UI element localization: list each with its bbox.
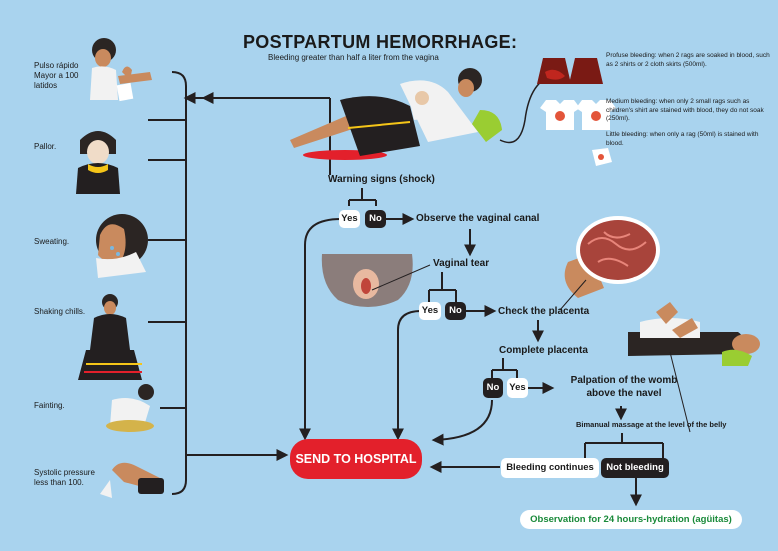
warning-signs-label: Warning signs (shock) (328, 174, 435, 185)
soaked-skirt-icon (537, 58, 603, 84)
small-rag-icon (592, 148, 612, 166)
bimanual-massage-illustration (628, 302, 760, 433)
sign-label-pressure: Systolic pressure less than 100. (34, 468, 95, 487)
sweating-woman-illustration (96, 214, 148, 278)
observe-vaginal-canal-label: Observe the vaginal canal (416, 213, 540, 224)
placenta-branch-lines (429, 358, 664, 507)
tear-no-button: No (445, 302, 466, 320)
complete-placenta-label: Complete placenta (499, 345, 588, 356)
warning-signs-bracket (148, 71, 289, 495)
blood-pressure-illustration (100, 462, 164, 498)
vaginal-canal-illustration (321, 254, 431, 307)
severity-profuse: Profuse bleeding: when 2 rags are soaked… (606, 52, 770, 68)
sign-label-pulse: Pulso rápido Mayor a 100 latidos (34, 61, 79, 90)
pale-woman-illustration (76, 131, 120, 194)
vaginal-tear-label: Vaginal tear (433, 258, 490, 269)
sign-label-fainting: Fainting. (34, 401, 65, 410)
warning-no-button: No (365, 210, 386, 228)
stained-shirt-icon (540, 100, 616, 130)
fainting-woman-illustration (106, 384, 154, 432)
palpation-label: Palpation of the womb above the navel (570, 375, 678, 399)
postpartum-woman-illustration (290, 68, 502, 160)
tear-yes-button: Yes (419, 302, 441, 320)
shivering-woman-illustration (78, 294, 142, 380)
bimanual-massage-label: Bimanual massage at the level of the bel… (576, 420, 727, 429)
send-to-hospital-button: SEND TO HOSPITAL (290, 439, 422, 479)
check-placenta-label: Check the placenta (498, 306, 590, 317)
severity-medium: Medium bleeding: when only 2 small rags … (606, 98, 764, 122)
severity-little: Little bleeding: when only a rag (50ml) … (606, 131, 759, 147)
warning-yes-button: Yes (339, 210, 360, 228)
not-bleeding-button: Not bleeding (601, 458, 669, 478)
warning-branch-lines (299, 188, 476, 441)
tear-branch-lines (392, 272, 544, 441)
sign-label-chills: Shaking chills. (34, 307, 86, 316)
pulse-check-illustration (90, 38, 152, 102)
placenta-illustration (559, 216, 660, 311)
page-title: POSTPARTUM HEMORRHAGE: (243, 32, 518, 52)
placenta-yes-button: Yes (507, 378, 528, 398)
observation-box: Observation for 24 hours-hydration (agüi… (520, 510, 742, 529)
sign-label-pallor: Pallor. (34, 142, 57, 151)
sign-label-sweating: Sweating. (34, 237, 70, 246)
bleeding-continues-button: Bleeding continues (501, 458, 599, 478)
page-subtitle: Bleeding greater than half a liter from … (268, 53, 439, 62)
placenta-no-button: No (483, 378, 503, 398)
